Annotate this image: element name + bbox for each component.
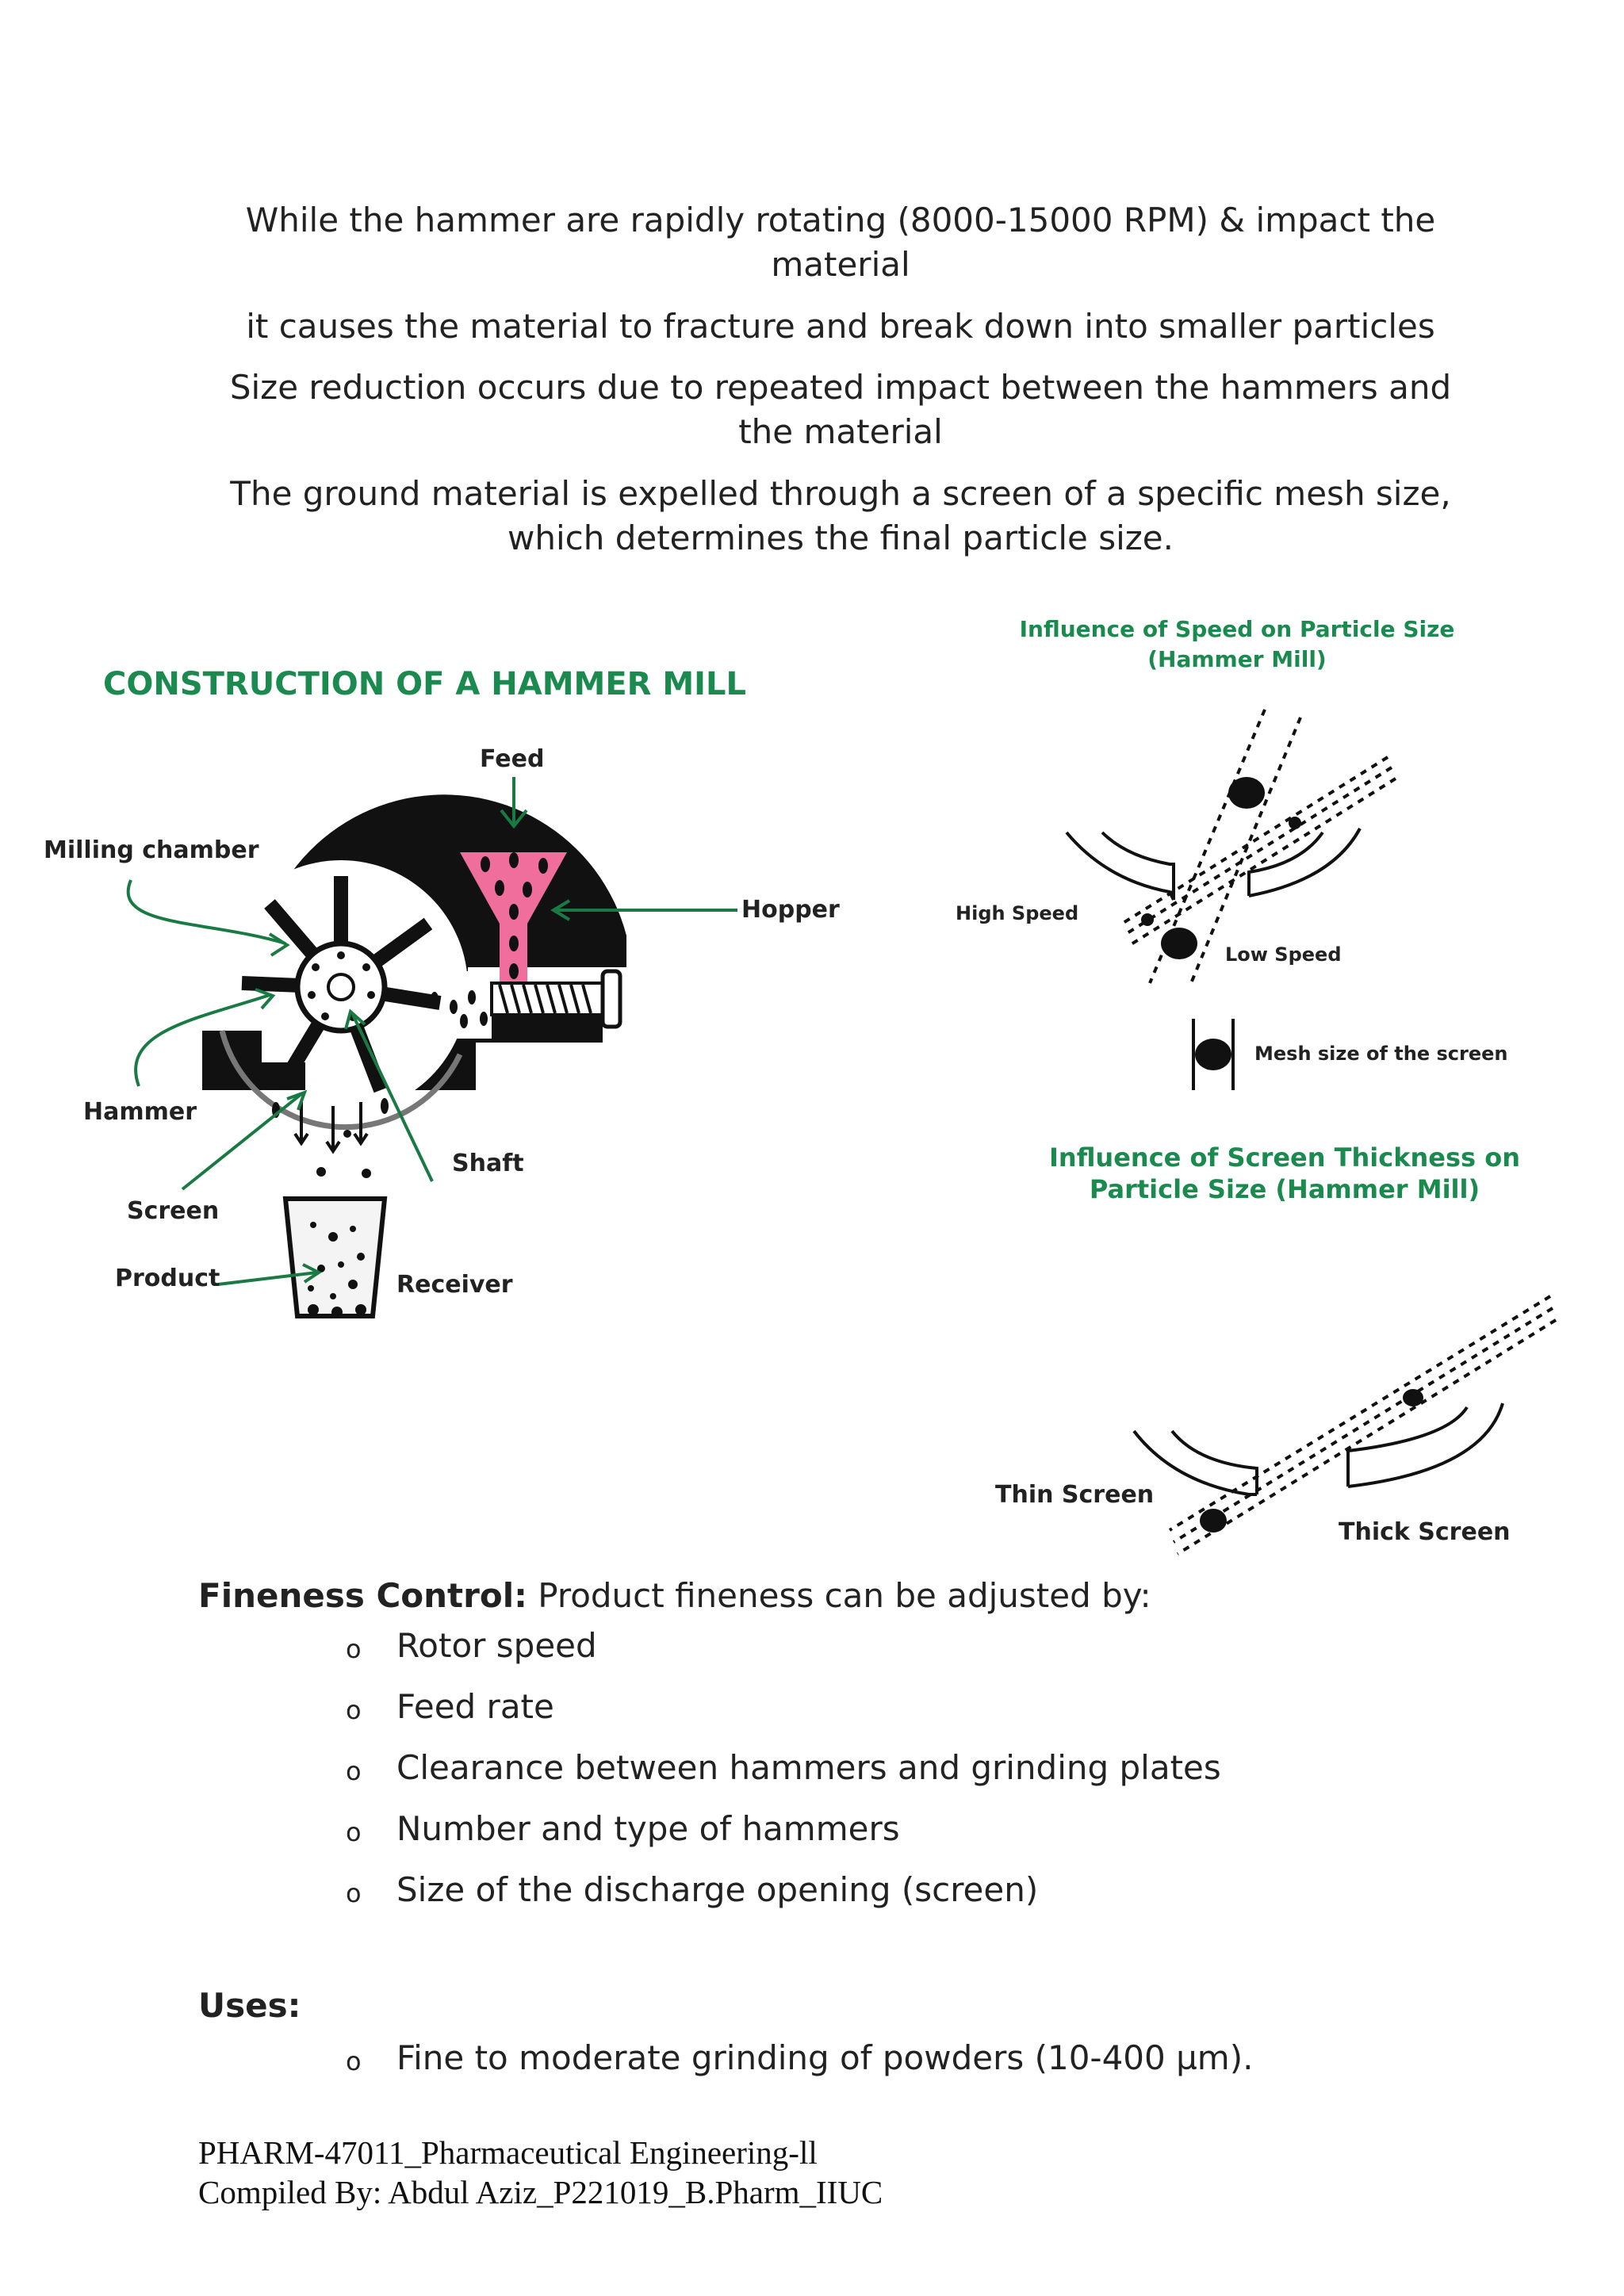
label-hopper: Hopper bbox=[741, 896, 840, 924]
fineness-heading: Fineness Control: bbox=[198, 1576, 527, 1615]
speed-title-line1: Influence of Speed on Particle Size bbox=[1019, 616, 1455, 642]
fineness-text: Product fineness can be adjusted by: bbox=[527, 1576, 1151, 1615]
construction-title: CONSTRUCTION OF A HAMMER MILL bbox=[103, 666, 747, 702]
label-thick-screen: Thick Screen bbox=[1339, 1518, 1511, 1546]
label-mesh-size: Mesh size of the screen bbox=[1254, 1043, 1508, 1065]
intro-paragraph-3: Size reduction occurs due to repeated im… bbox=[229, 368, 1452, 451]
label-milling-chamber: Milling chamber bbox=[44, 836, 259, 864]
label-screen: Screen bbox=[127, 1197, 220, 1225]
label-product: Product bbox=[115, 1265, 220, 1292]
label-thin-screen: Thin Screen bbox=[995, 1481, 1155, 1509]
speed-title-line2: (Hammer Mill) bbox=[1147, 646, 1327, 672]
label-low-speed: Low Speed bbox=[1225, 943, 1342, 966]
label-receiver: Receiver bbox=[396, 1271, 513, 1299]
intro-paragraph-1: While the hammer are rapidly rotating (8… bbox=[245, 201, 1436, 284]
label-feed: Feed bbox=[480, 745, 545, 773]
uses-heading: Uses: bbox=[198, 1986, 301, 2025]
mesh-size-symbol bbox=[1192, 1019, 1235, 1090]
intro-paragraph-4: The ground material is expelled through … bbox=[230, 474, 1451, 557]
fineness-control: Fineness Control: Product fineness can b… bbox=[198, 1574, 1151, 1618]
footer-compiler: Compiled By: Abdul Aziz_P221019_B.Pharm_… bbox=[198, 2174, 883, 2210]
label-high-speed: High Speed bbox=[956, 902, 1079, 924]
thickness-title: Influence of Screen Thickness on Particl… bbox=[991, 1142, 1578, 1205]
label-hammer: Hammer bbox=[83, 1098, 197, 1126]
label-shaft: Shaft bbox=[452, 1150, 524, 1177]
footer-course: PHARM-47011_Pharmaceutical Engineering-l… bbox=[198, 2134, 818, 2171]
speed-title: Influence of Speed on Particle Size (Ham… bbox=[975, 614, 1499, 675]
intro-paragraph-2: it causes the material to fracture and b… bbox=[246, 307, 1435, 346]
thickness-title-line2: Particle Size (Hammer Mill) bbox=[1089, 1174, 1480, 1204]
thickness-title-line1: Influence of Screen Thickness on bbox=[1049, 1142, 1520, 1173]
